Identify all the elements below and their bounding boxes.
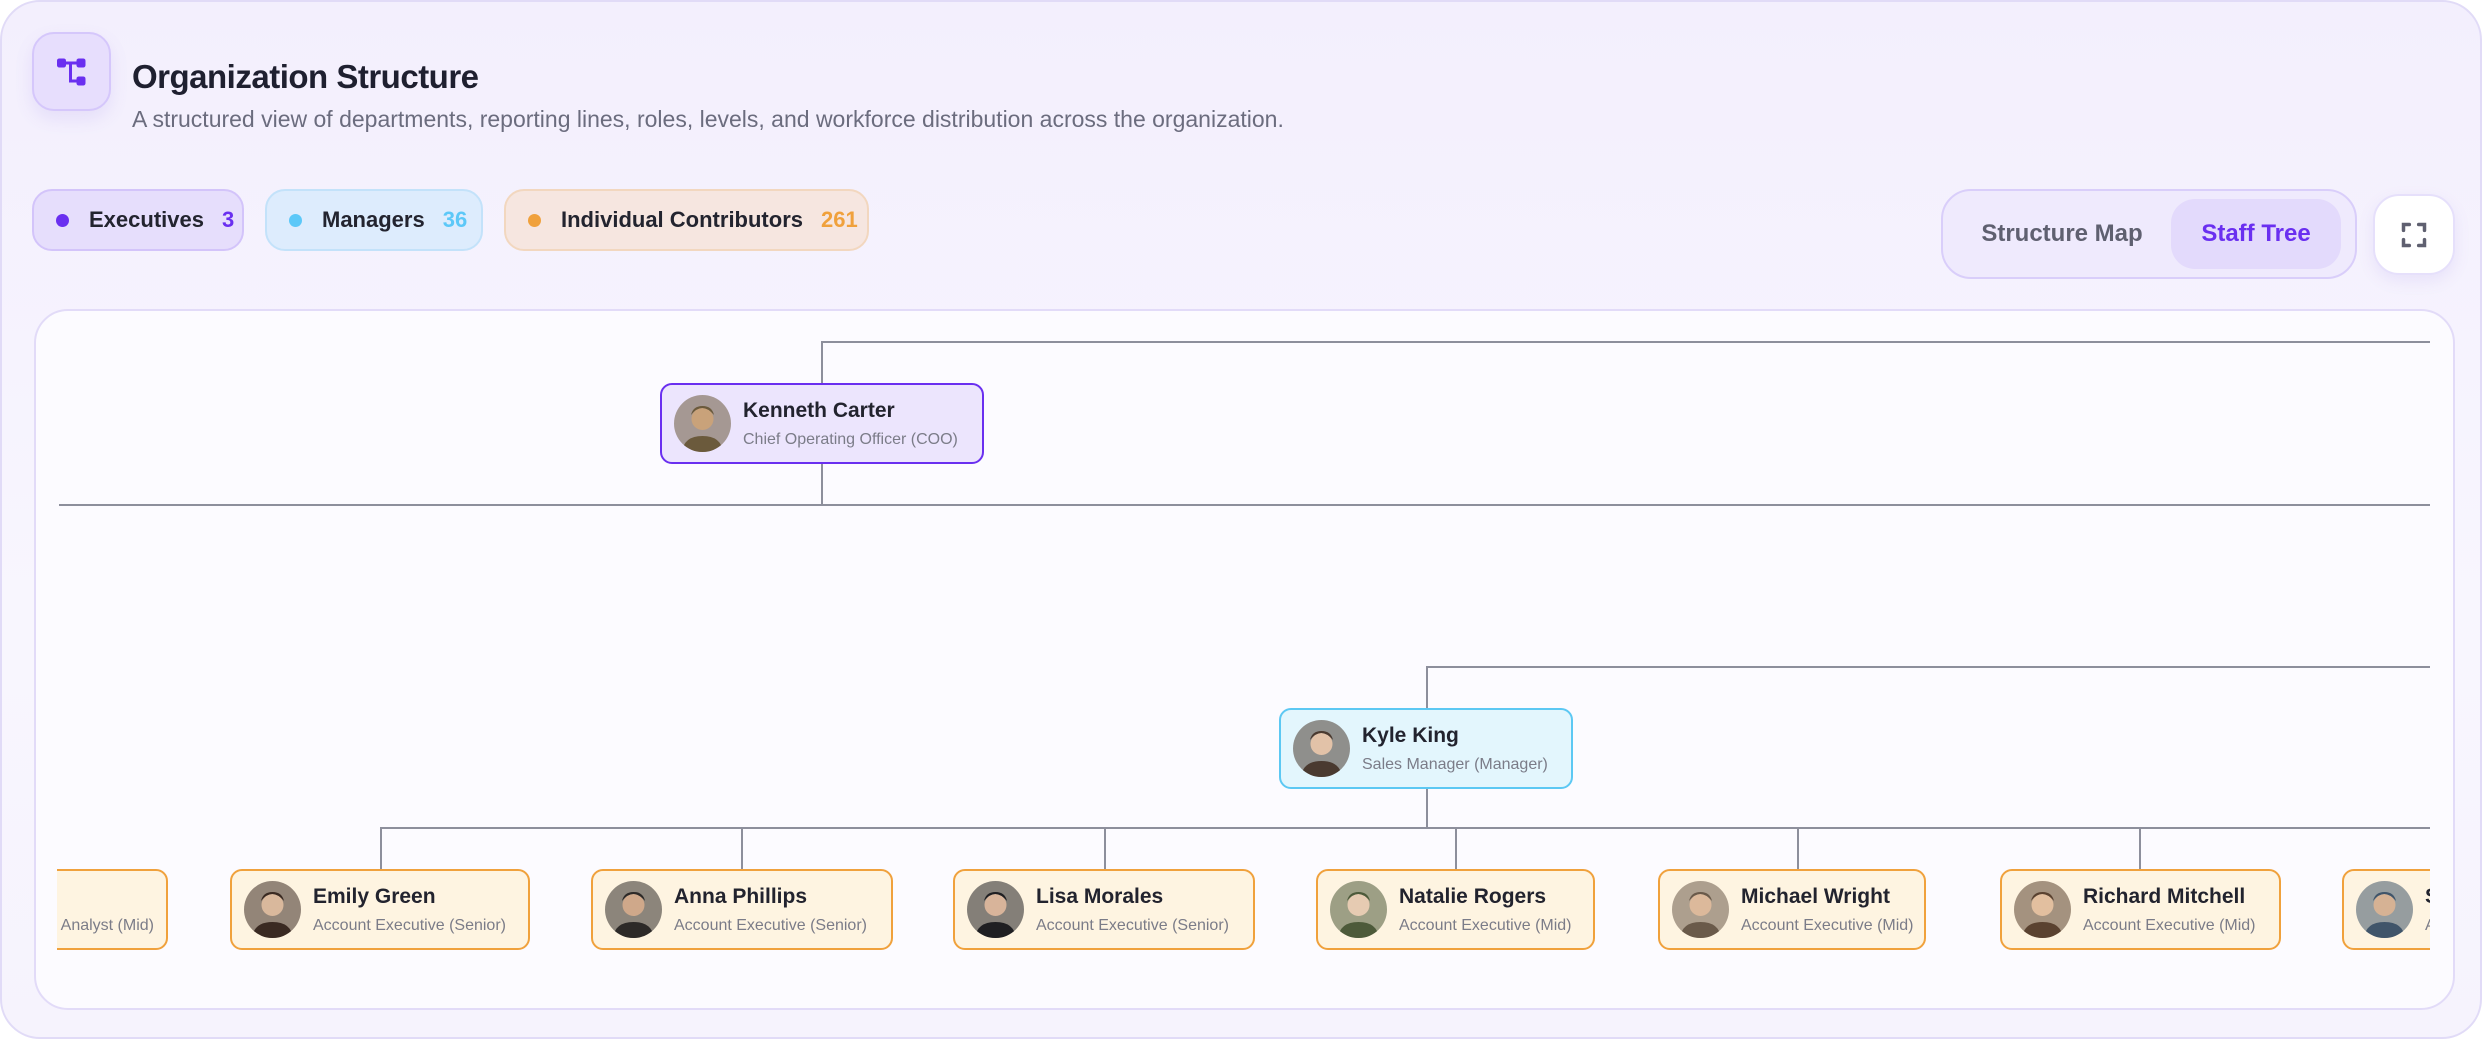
manager-dot-icon (289, 213, 302, 227)
person-name: Emily Green (313, 884, 436, 908)
person-name: S (2425, 885, 2430, 909)
person-name: Lisa Morales (1036, 884, 1164, 908)
executive-dot-icon (56, 213, 69, 227)
connector-line (1104, 827, 1106, 869)
person-role: Account Executive (Mid) (2083, 916, 2256, 934)
avatar (2356, 881, 2413, 938)
person-role: Account Executive (Mid) (1741, 916, 1914, 934)
chip-label: Executives (89, 207, 204, 232)
person-name: Kyle King (1362, 723, 1459, 747)
person-role: Sales Manager (Manager) (1362, 755, 1548, 773)
avatar (1293, 720, 1350, 777)
avatar (605, 881, 662, 938)
person-role: Account Executive (Senior) (1036, 916, 1229, 934)
tab-structure-map[interactable]: Structure Map (1981, 220, 2143, 247)
connector-line (1797, 827, 1799, 869)
chip-label: Managers (322, 207, 425, 232)
connector-line (1426, 789, 1428, 829)
avatar (967, 881, 1024, 938)
person-name: Natalie Rogers (1399, 884, 1547, 908)
avatar (244, 881, 301, 938)
legend-chip-individual-contributors[interactable]: Individual Contributors 261 (504, 189, 869, 251)
person-role: Analyst (Mid) (60, 916, 154, 934)
avatar (1672, 881, 1729, 938)
legend-chip-executives[interactable]: Executives 3 (32, 189, 244, 251)
connector-line (1426, 666, 1428, 708)
tab-staff-tree[interactable]: Staff Tree (2171, 199, 2341, 269)
avatar (674, 395, 731, 452)
chip-count: 3 (221, 207, 235, 232)
connector-line (59, 504, 2430, 506)
page-subtitle: A structured view of departments, report… (132, 106, 1284, 132)
chip-count: 261 (821, 207, 858, 232)
person-name: Anna Phillips (674, 884, 808, 908)
person-role: Account Executive (Mid) (1399, 916, 1572, 934)
contributor-dot-icon (528, 213, 541, 227)
person-role: Account Executive (Senior) (674, 916, 867, 934)
report-card[interactable]: SA (2342, 869, 2430, 950)
expand-icon (2401, 222, 2427, 247)
connector-line (821, 341, 823, 383)
page-title: Organization Structure (132, 58, 479, 95)
connector-line (1455, 827, 1457, 869)
person-name: Richard Mitchell (2083, 884, 2246, 908)
person-role: Account Executive (Senior) (313, 916, 506, 934)
avatar (1330, 881, 1387, 938)
person-role: Chief Operating Officer (COO) (743, 430, 958, 448)
fullscreen-button[interactable] (2373, 194, 2455, 275)
person-name (61, 885, 154, 909)
connector-line (1426, 666, 2430, 668)
person-role: A (2425, 917, 2430, 935)
connector-line (2139, 827, 2141, 869)
report-card[interactable]: Analyst (Mid) (57, 869, 168, 950)
legend-chip-managers[interactable]: Managers 36 (265, 189, 483, 251)
chip-label: Individual Contributors (561, 207, 803, 232)
view-toggle: Structure Map Staff Tree (1941, 189, 2357, 279)
org-tree-icon (32, 32, 111, 111)
connector-line (380, 827, 382, 869)
connector-line (821, 341, 2430, 343)
avatar (2014, 881, 2071, 938)
connector-line (380, 827, 2430, 829)
person-name: Kenneth Carter (743, 398, 895, 422)
connector-line (821, 464, 823, 505)
connector-line (741, 827, 743, 869)
chip-count: 36 (442, 207, 468, 232)
person-name: Michael Wright (1741, 884, 1890, 908)
